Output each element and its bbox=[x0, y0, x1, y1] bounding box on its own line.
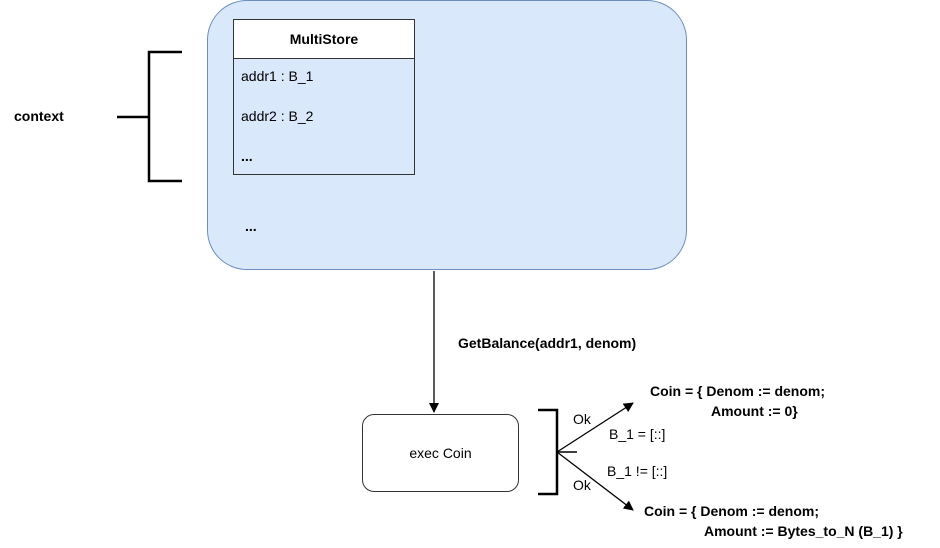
multistore-box: MultiStore addr1 : B_1 addr2 : B_2 ... bbox=[233, 19, 415, 175]
multistore-row: ... bbox=[241, 148, 253, 164]
result-bottom-line2: Amount := Bytes_to_N (B_1) } bbox=[704, 523, 903, 539]
multistore-row: addr2 : B_2 bbox=[241, 108, 314, 124]
branch-arrow-top bbox=[556, 402, 634, 453]
exec-coin-box: exec Coin bbox=[362, 414, 519, 492]
ok-label-bottom: Ok bbox=[573, 477, 591, 493]
branch-arrow-bottom bbox=[556, 451, 634, 511]
result-bracket bbox=[538, 408, 559, 496]
context-bracket bbox=[147, 50, 182, 183]
multistore-row: addr1 : B_1 bbox=[241, 68, 314, 84]
exec-coin-label: exec Coin bbox=[409, 445, 472, 461]
result-top-line2: Amount := 0} bbox=[711, 403, 798, 419]
result-top-line1: Coin = { Denom := denom; bbox=[650, 383, 826, 399]
result-bottom-line1: Coin = { Denom := denom; bbox=[644, 503, 820, 519]
ok-label-top: Ok bbox=[573, 411, 591, 427]
condition-bottom: B_1 != [::] bbox=[607, 463, 668, 479]
context-label: context bbox=[14, 108, 64, 124]
context-ellipsis: ... bbox=[245, 218, 257, 234]
condition-top: B_1 = [::] bbox=[609, 426, 666, 442]
getbalance-label: GetBalance(addr1, denom) bbox=[458, 335, 637, 351]
multistore-title: MultiStore bbox=[234, 20, 414, 59]
